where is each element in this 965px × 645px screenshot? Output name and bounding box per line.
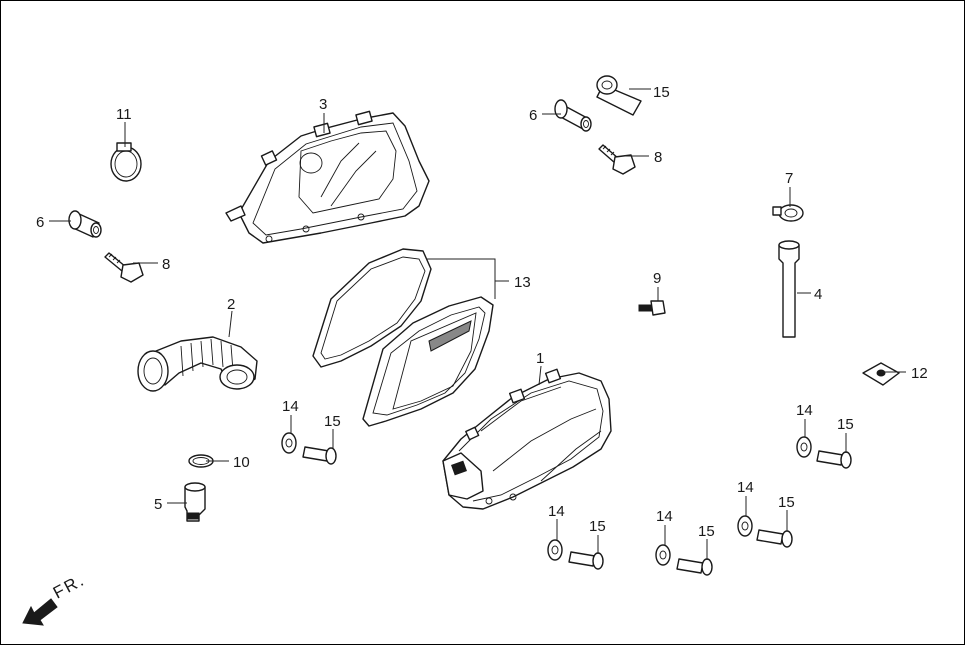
callout-9: 9 xyxy=(653,270,661,287)
callout-8: 8 xyxy=(654,149,662,166)
part-2-intake-duct xyxy=(137,336,258,392)
callout-6: 6 xyxy=(36,214,44,231)
part-3-air-cleaner-cover xyxy=(225,110,430,244)
callout-11: 11 xyxy=(116,106,132,123)
part-11-hose-clamp xyxy=(110,142,142,182)
part-8-bolt-left xyxy=(104,252,144,283)
callout-labels: 3 11 6 8 2 13 1 6 15 8 9 7 4 12 10 5 14 … xyxy=(36,84,928,540)
part-5-drain-plug xyxy=(184,482,206,522)
part-7-clamp xyxy=(772,204,804,222)
washer-collar-set-a xyxy=(281,432,337,465)
part-9-small-bolt xyxy=(638,300,666,316)
callout-1: 1 xyxy=(536,350,544,367)
callout-13: 13 xyxy=(514,274,531,291)
callout-15: 15 xyxy=(698,523,715,540)
front-arrow-icon xyxy=(22,598,58,626)
callout-5: 5 xyxy=(154,496,162,513)
part-4-drain-tube xyxy=(778,240,800,338)
callout-4: 4 xyxy=(814,286,822,303)
washer-collar-set-e xyxy=(655,544,713,576)
leader-lines xyxy=(49,88,906,560)
callout-15: 15 xyxy=(589,518,606,535)
washer-collar-set-c xyxy=(737,515,793,548)
callout-14: 14 xyxy=(796,402,813,419)
callout-15: 15 xyxy=(653,84,670,101)
part-6-grommet-top xyxy=(554,99,592,132)
callout-8: 8 xyxy=(162,256,170,273)
callout-14: 14 xyxy=(737,479,754,496)
callout-10: 10 xyxy=(233,454,250,471)
callout-14: 14 xyxy=(548,503,565,520)
part-8-bolt-right xyxy=(598,144,636,175)
front-direction-indicator: FR. xyxy=(22,570,88,626)
part-1-air-cleaner-case xyxy=(442,368,612,510)
part-12-clip-nut xyxy=(862,362,900,386)
part-6-grommet-left xyxy=(68,210,102,238)
part-15-collar-top xyxy=(596,75,642,116)
callout-15: 15 xyxy=(778,494,795,511)
callout-15: 15 xyxy=(837,416,854,433)
callout-14: 14 xyxy=(282,398,299,415)
callout-7: 7 xyxy=(785,170,793,187)
callout-12: 12 xyxy=(911,365,928,382)
callout-15: 15 xyxy=(324,413,341,430)
washer-collar-set-b xyxy=(796,436,852,469)
callout-2: 2 xyxy=(227,296,235,313)
callout-14: 14 xyxy=(656,508,673,525)
washer-collar-set-d xyxy=(547,539,604,570)
part-13-gasket-and-filter xyxy=(312,248,494,427)
front-direction-label: FR. xyxy=(50,570,88,602)
callout-3: 3 xyxy=(319,96,327,113)
callout-6: 6 xyxy=(529,107,537,124)
